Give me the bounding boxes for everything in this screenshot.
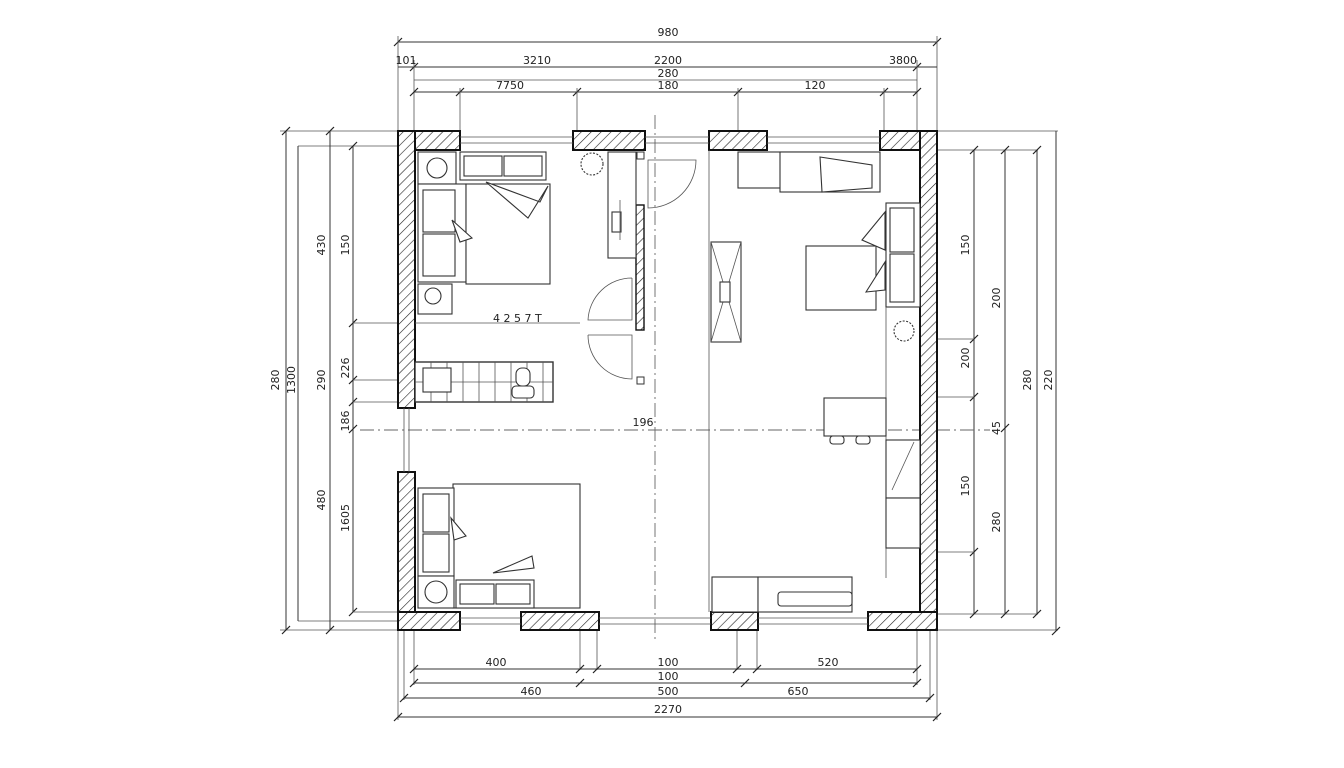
dim-right-45: 45 xyxy=(990,421,1003,435)
dim-right-280: 280 xyxy=(990,512,1003,533)
sink-icon xyxy=(422,367,452,393)
dim-right-150-bottom: 150 xyxy=(959,476,972,497)
dim-top-7750: 7750 xyxy=(496,79,524,92)
center-axis-lines: 196 xyxy=(360,115,990,640)
dim-left-290: 290 xyxy=(315,370,328,391)
dim-top-180: 180 xyxy=(658,79,679,92)
toilet-icon xyxy=(515,367,531,387)
dim-left-186: 186 xyxy=(339,411,352,432)
dim-left-430: 430 xyxy=(315,235,328,256)
dim-left-226: 226 xyxy=(339,358,352,379)
dim-top-3800: 3800 xyxy=(889,54,917,67)
dim-right-220: 220 xyxy=(1042,370,1055,391)
plant-icon xyxy=(424,287,442,305)
bed-right xyxy=(805,245,877,311)
dim-bottom-400: 400 xyxy=(486,656,507,669)
door-bathroom xyxy=(587,334,633,380)
kitchen-counter xyxy=(885,439,921,499)
dim-top-2200: 2200 xyxy=(654,54,682,67)
dim-top-101: 101 xyxy=(396,54,417,67)
dim-bottom-100b: 100 xyxy=(658,670,679,683)
bench-cushion xyxy=(777,591,853,607)
wardrobe xyxy=(607,151,637,259)
center-label-196: 196 xyxy=(633,416,654,429)
plant-icon-2 xyxy=(580,152,604,176)
dim-bottom-520: 520 xyxy=(818,656,839,669)
dim-bottom-460: 460 xyxy=(521,685,542,698)
interior-partitions xyxy=(415,150,710,612)
dim-bottom-2270: 2270 xyxy=(654,703,682,716)
dim-bottom-100a: 100 xyxy=(658,656,679,669)
dining-table xyxy=(823,397,887,437)
blanket-fold-2 xyxy=(492,555,535,574)
storage-cabinet xyxy=(711,576,759,613)
blanket-fold xyxy=(485,181,549,219)
dim-right-150-top: 150 xyxy=(959,235,972,256)
dim-top-3210: 3210 xyxy=(523,54,551,67)
top-dimensions: 980 101 3210 2200 3800 280 7750 180 120 xyxy=(393,26,942,130)
dim-right-200: 200 xyxy=(990,288,1003,309)
right-dimensions: 220 280 200 45 280 150 200 150 xyxy=(937,130,1061,636)
living-area xyxy=(710,151,921,613)
left-dimensions: 280 1300 430 290 480 150 226 186 1605 xyxy=(269,126,415,635)
kitchen-cabinet xyxy=(885,497,921,549)
chair-icon xyxy=(829,435,845,445)
dim-right-200-inner: 200 xyxy=(959,348,972,369)
dim-bottom-500: 500 xyxy=(658,685,679,698)
bedroom-top-left: 4 2 5 7 T xyxy=(417,151,637,325)
dim-left-150: 150 xyxy=(339,235,352,256)
dim-bottom-650: 650 xyxy=(788,685,809,698)
door-bedroom1 xyxy=(587,277,633,321)
dim-right-280-outer: 280 xyxy=(1021,370,1034,391)
bedroom-bottom-left xyxy=(417,483,581,609)
bottom-dimensions: 400 100 520 100 460 500 650 2270 xyxy=(393,630,942,722)
dim-top-280: 280 xyxy=(658,67,679,80)
dim-top-120: 120 xyxy=(805,79,826,92)
small-label: 4 2 5 7 T xyxy=(493,312,542,325)
chair-icon xyxy=(855,435,871,445)
desk-lamp xyxy=(611,211,622,233)
dim-top-overall: 980 xyxy=(658,26,679,39)
plant-icon-3 xyxy=(893,320,915,342)
bathroom xyxy=(414,361,554,403)
dim-left-280: 280 xyxy=(269,370,282,391)
tv-icon xyxy=(719,281,731,303)
dim-left-480: 480 xyxy=(315,490,328,511)
exterior-walls xyxy=(397,130,938,631)
door-entry xyxy=(647,159,697,209)
dim-left-1605: 1605 xyxy=(339,504,352,532)
doors xyxy=(587,159,697,380)
lamp-icon xyxy=(426,157,448,179)
dim-left-1300: 1300 xyxy=(285,366,298,394)
